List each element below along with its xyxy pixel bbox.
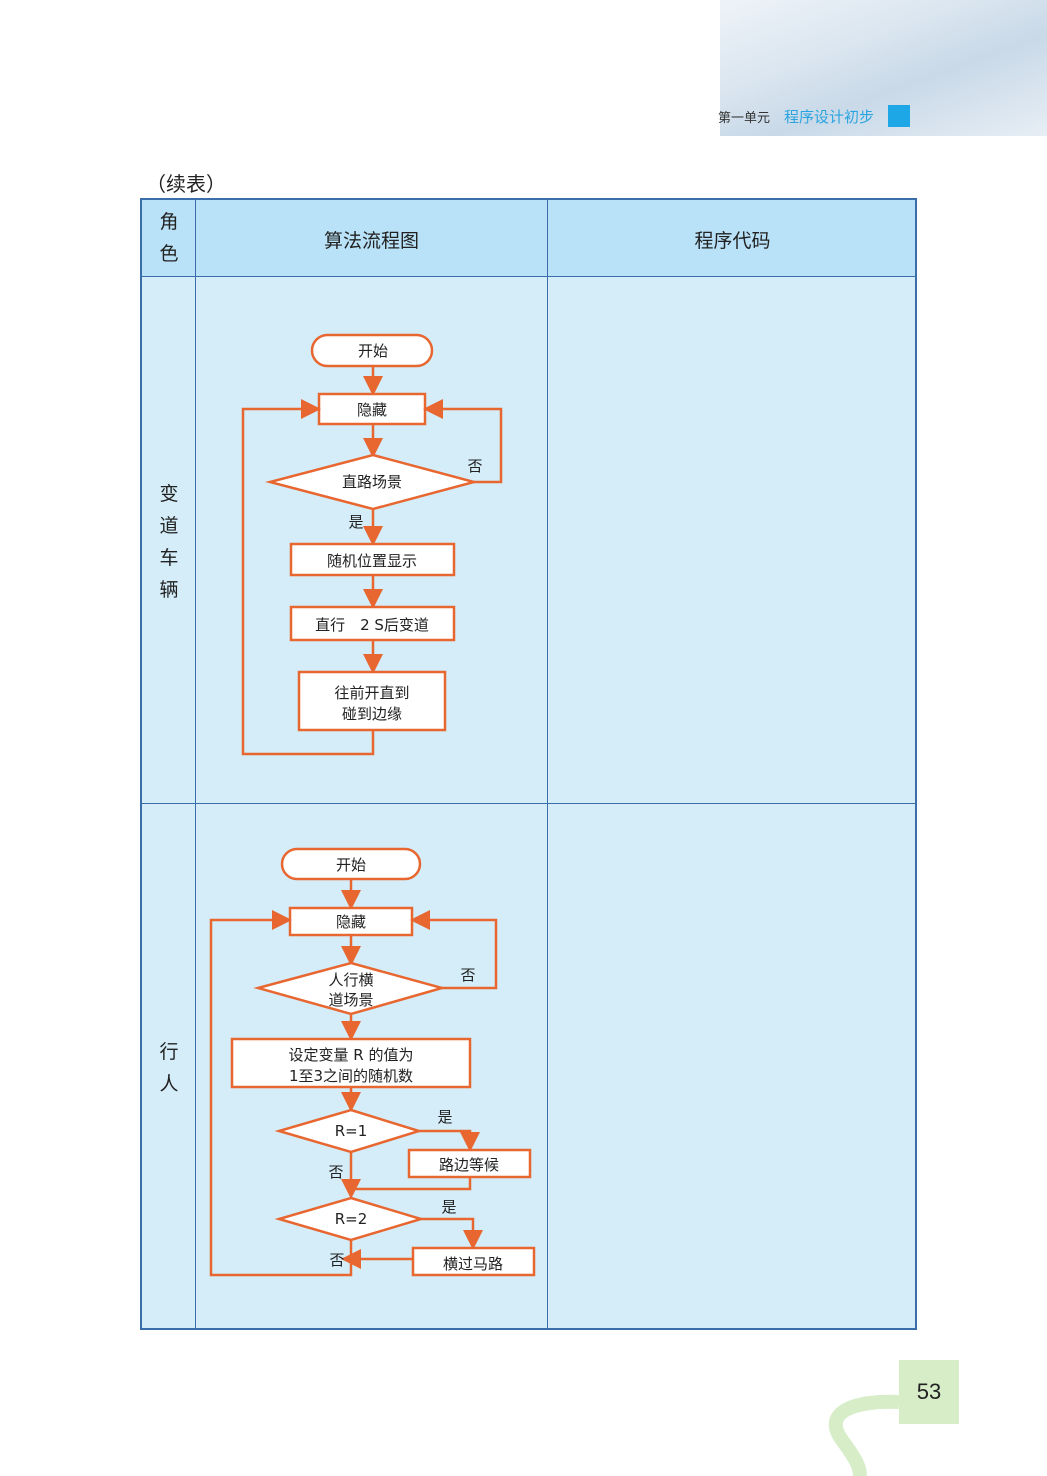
no2-label: 否: [329, 1251, 344, 1269]
set-variable-box: [230, 1037, 472, 1089]
column-header-code: 程序代码: [694, 230, 771, 252]
accent-square: [888, 105, 911, 127]
column-header-role-text: 角色: [159, 211, 179, 265]
running-header: 第一单元 程序设计初步: [718, 104, 911, 128]
step1-text: 随机位置显示: [327, 552, 417, 570]
wait-roadside-box: [407, 1148, 532, 1179]
unit-title: 程序设计初步: [784, 107, 875, 126]
action2-text: 横过马路: [443, 1255, 503, 1273]
header-decoration: [720, 0, 1047, 136]
step2-text: 直行 2 S后变道: [315, 616, 429, 634]
yes1-label: 是: [437, 1108, 452, 1126]
role-pedestrian-text: 行人: [159, 1041, 179, 1095]
code-cell-pedestrian[interactable]: [548, 804, 917, 1330]
role-lane-change-car-text: 变道车辆: [159, 483, 179, 601]
unit-label: 第一单元: [718, 110, 771, 126]
flowchart-pedestrian: 开始 隐藏 人行横 道场景 否 设定变量 R 的值为 1至3之间的随机数 R=1…: [209, 847, 536, 1277]
decision-line2: 道场景: [328, 991, 373, 1009]
yes2-label: 是: [441, 1198, 456, 1216]
step3-line1: 往前开直到: [334, 684, 409, 702]
random-position-box: [289, 542, 456, 577]
yes-label: 是: [348, 513, 363, 531]
hide-text: 隐藏: [336, 913, 366, 931]
decision-line1: 人行横: [328, 971, 373, 989]
role-lane-change-car: 变道车辆: [143, 478, 195, 606]
continued-label: （续表）: [146, 172, 226, 196]
decision-text: 直路场景: [342, 473, 402, 491]
page-corner-curve: [828, 1394, 900, 1476]
code-cell-car[interactable]: [548, 277, 917, 803]
step3-line2: 碰到边缘: [342, 705, 402, 723]
column-header-flowchart: 算法流程图: [323, 230, 419, 252]
cond2-text: R=2: [335, 1210, 368, 1228]
algorithm-table: 角色 算法流程图 程序代码 变道车辆 行人: [140, 198, 917, 1330]
set-line1: 设定变量 R 的值为: [289, 1046, 414, 1064]
drive-forward-box: [297, 670, 447, 732]
no-label: 否: [460, 966, 475, 984]
set-line2: 1至3之间的随机数: [289, 1067, 413, 1085]
cond1-text: R=1: [335, 1122, 368, 1140]
flowchart-lane-change-car: 开始 隐藏 直路场景 否 是 随机位置显示 直行 2 S后变道 往前开直到 碰到…: [241, 333, 503, 756]
role-pedestrian: 行人: [143, 1036, 195, 1100]
table-header-row: [142, 200, 915, 277]
cross-road-box: [411, 1246, 536, 1277]
page-number: 53: [899, 1360, 959, 1424]
hide-text: 隐藏: [357, 401, 387, 419]
start-text: 开始: [358, 342, 388, 360]
action1-text: 路边等候: [439, 1156, 499, 1174]
column-header-role: 角色: [143, 206, 195, 270]
go-straight-box: [289, 605, 456, 642]
start-text: 开始: [336, 856, 366, 874]
no-label: 否: [467, 457, 482, 475]
no1-label: 否: [328, 1163, 343, 1181]
